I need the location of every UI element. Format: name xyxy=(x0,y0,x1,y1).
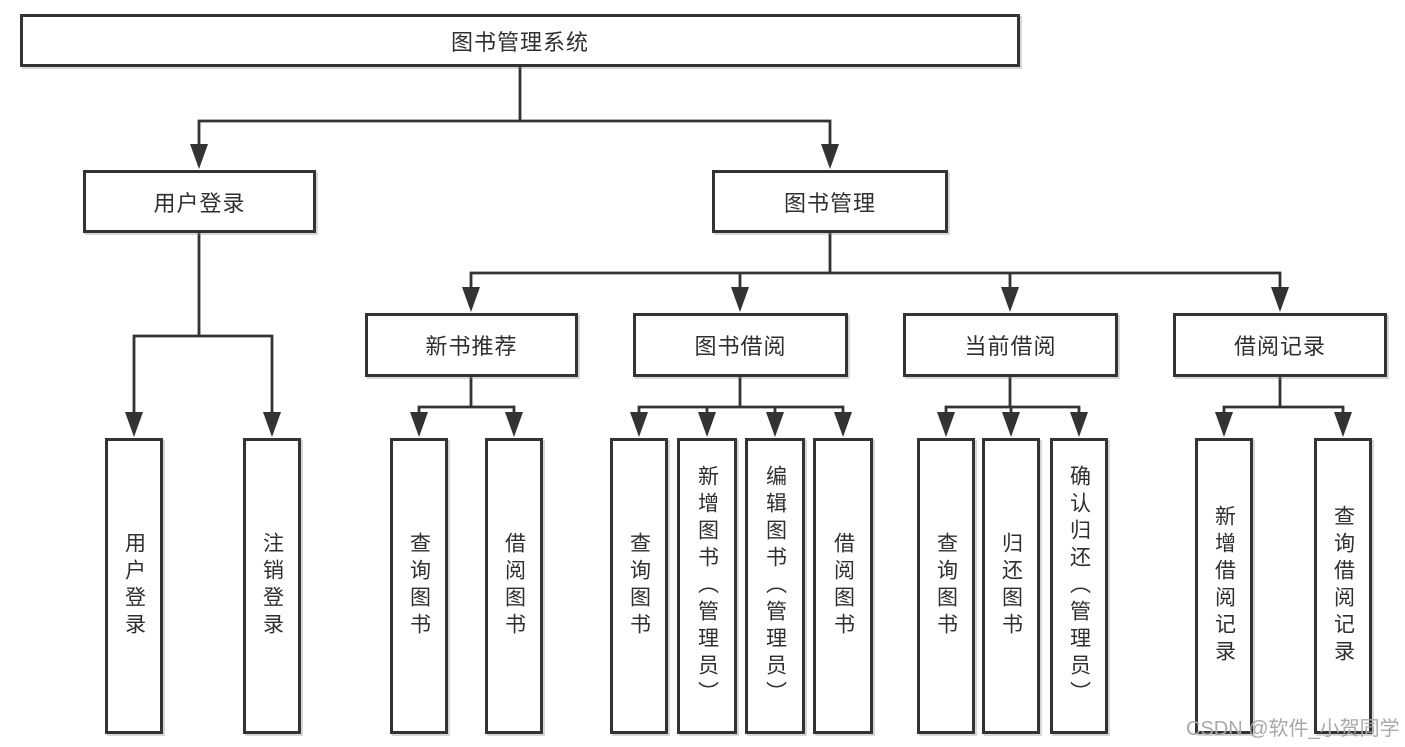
leaf-query-books-borrowing-label: 查询图书 xyxy=(627,532,651,640)
leaf-return-book: 归还图书 xyxy=(982,438,1040,734)
node-user-login: 用户登录 xyxy=(83,170,316,233)
leaf-borrow-books-borrowing: 借阅图书 xyxy=(813,438,873,734)
node-book-management: 图书管理 xyxy=(712,170,948,233)
node-borrowing-records: 借阅记录 xyxy=(1173,313,1387,377)
leaf-query-borrow-record: 查询借阅记录 xyxy=(1314,438,1372,734)
leaf-query-books-recommend-label: 查询图书 xyxy=(407,532,431,640)
leaf-add-book-admin-label: 新增图书（管理员） xyxy=(695,464,719,708)
leaf-logout-label: 注销登录 xyxy=(260,532,284,640)
leaf-user-login-label: 用户登录 xyxy=(122,532,146,640)
node-book-borrowing: 图书借阅 xyxy=(633,313,848,377)
leaf-logout: 注销登录 xyxy=(243,438,301,734)
leaf-query-books-recommend: 查询图书 xyxy=(390,438,448,734)
leaf-confirm-return-admin-label: 确认归还（管理员） xyxy=(1067,464,1091,708)
leaf-query-books-borrowing: 查询图书 xyxy=(610,438,668,734)
node-current-borrowing: 当前借阅 xyxy=(903,313,1118,377)
leaf-edit-book-admin: 编辑图书（管理员） xyxy=(745,438,805,734)
leaf-borrow-books-recommend-label: 借阅图书 xyxy=(502,532,526,640)
node-new-book-recommendation: 新书推荐 xyxy=(365,313,578,377)
leaf-add-borrow-record-label: 新增借阅记录 xyxy=(1212,505,1236,667)
leaf-query-books-current: 查询图书 xyxy=(917,438,975,734)
watermark: CSDN @软件_小贺同学 xyxy=(1186,718,1400,740)
leaf-query-borrow-record-label: 查询借阅记录 xyxy=(1331,505,1355,667)
leaf-add-borrow-record: 新增借阅记录 xyxy=(1195,438,1253,734)
leaf-borrow-books-borrowing-label: 借阅图书 xyxy=(831,532,855,640)
leaf-add-book-admin: 新增图书（管理员） xyxy=(677,438,737,734)
arrowheads xyxy=(125,144,1352,437)
leaf-borrow-books-recommend: 借阅图书 xyxy=(485,438,543,734)
node-library-management-system: 图书管理系统 xyxy=(20,14,1020,67)
leaf-return-book-label: 归还图书 xyxy=(999,532,1023,640)
leaf-confirm-return-admin: 确认归还（管理员） xyxy=(1050,438,1108,734)
leaf-user-login: 用户登录 xyxy=(105,438,163,734)
leaf-edit-book-admin-label: 编辑图书（管理员） xyxy=(763,464,787,708)
leaf-query-books-current-label: 查询图书 xyxy=(934,532,958,640)
